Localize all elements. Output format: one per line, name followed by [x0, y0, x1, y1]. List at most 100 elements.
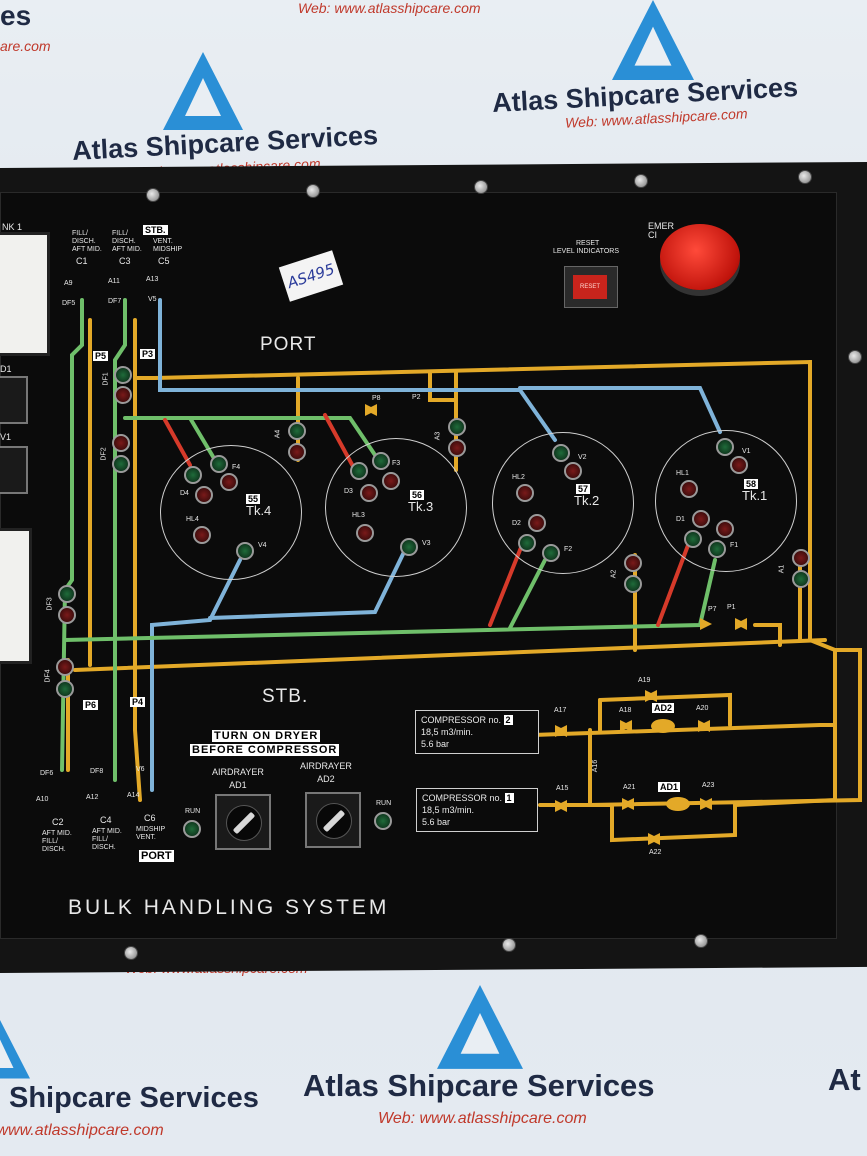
- lamp-hl4: [193, 526, 211, 544]
- reset-button-face[interactable]: RESET: [573, 275, 607, 299]
- lamp-f2: [542, 544, 560, 562]
- valve-df5: DF5: [62, 300, 76, 307]
- lamp-df3-closed: [58, 606, 76, 624]
- lamp-tank1-top: [716, 438, 734, 456]
- left-switch-1[interactable]: [0, 376, 28, 424]
- lamp-v2: [564, 462, 582, 480]
- tank4-label-v4: V4: [258, 542, 267, 549]
- pressure-meter: [0, 528, 32, 664]
- lamp-v4: [236, 542, 254, 560]
- compressor-1-pressure: 5.6 bar: [422, 817, 451, 827]
- tank4-label-hl4: HL4: [186, 516, 199, 523]
- tank3-label-hl3: HL3: [352, 512, 365, 519]
- compressor-2-number: 2: [503, 715, 513, 725]
- lamp-df1-closed: [114, 386, 132, 404]
- lamp-a2-open: [624, 575, 642, 593]
- tank1-number: 58: [744, 479, 759, 489]
- valve-a15: A15: [556, 785, 569, 792]
- tank2-label-hl2: HL2: [512, 474, 525, 481]
- emergency-stop-button[interactable]: [660, 224, 740, 290]
- airdryer-ad2-switch[interactable]: [305, 792, 361, 848]
- tank2-label-d2: D2: [512, 520, 521, 527]
- valve-a11: A11: [108, 278, 120, 285]
- watermark-brand-4-partial: Atlas Shipcare Services: [0, 1082, 259, 1114]
- stb-tag-top: STB.: [143, 225, 168, 235]
- valve-a18: A18: [619, 707, 632, 714]
- c1-header: FILL/ DISCH. AFT MID.: [72, 230, 102, 253]
- compressor-1-box: COMPRESSOR no. 1 18,5 m3/min. 5.6 bar: [416, 788, 538, 832]
- valve-a19: A19: [638, 677, 651, 684]
- lamp-f4: [210, 455, 228, 473]
- valve-a4: A4: [274, 429, 282, 439]
- tank1-label-d1: D1: [676, 516, 685, 523]
- pipe-tag-p6: P6: [83, 700, 99, 710]
- pipe-tag-p3: P3: [140, 349, 156, 359]
- lamp-tank1-mid: [716, 520, 734, 538]
- lamp-a2-closed: [624, 554, 642, 572]
- compressor-2-flow: 18,5 m3/min.: [421, 727, 474, 737]
- lamp-tank2-low: [518, 534, 536, 552]
- screw-icon: [474, 180, 488, 194]
- tank3-label-d3: D3: [344, 488, 353, 495]
- tank-3: [325, 438, 467, 577]
- valve-v5: V5: [148, 296, 157, 303]
- c3-header: FILL/ DISCH. AFT MID.: [112, 230, 142, 253]
- airdryer-ad1-switch[interactable]: [215, 794, 271, 850]
- compressor-1-flow: 18,5 m3/min.: [422, 805, 475, 815]
- run-lamp-ad1: [183, 820, 201, 838]
- lamp-tank4-green: [184, 466, 202, 484]
- watermark-brand-3: Atlas Shipcare Services: [303, 1068, 655, 1103]
- pipe-tag-p7: P7: [708, 606, 717, 613]
- lamp-a4-closed: [288, 443, 306, 461]
- stb-label: STB.: [262, 686, 309, 707]
- tank2-number: 57: [576, 484, 591, 494]
- reset-button[interactable]: RESET: [564, 266, 618, 308]
- valve-a13: A13: [146, 276, 159, 283]
- valve-a12: A12: [86, 794, 99, 801]
- valve-a16: A16: [592, 759, 600, 773]
- lamp-hl2: [516, 484, 534, 502]
- lamp-tank1-low: [684, 530, 702, 548]
- pipe-tag-p8: P8: [372, 395, 381, 402]
- logo-triangle-icon: [0, 1020, 30, 1079]
- lamp-df3-open: [58, 585, 76, 603]
- pipe-tag-p5: P5: [93, 351, 109, 361]
- left-switch-2[interactable]: [0, 446, 28, 494]
- c6-footer: MIDSHIP VENT.: [136, 826, 166, 841]
- lamp-tank2-top: [552, 444, 570, 462]
- lamp-d3: [360, 484, 378, 502]
- tank4-label-d4: D4: [180, 490, 189, 497]
- valve-df2: DF2: [100, 447, 108, 461]
- tank1-label-v1: V1: [742, 448, 751, 455]
- ad2-knob[interactable]: [316, 803, 352, 839]
- tank-1: [655, 430, 797, 572]
- lamp-df1-open: [114, 366, 132, 384]
- valve-a23: A23: [702, 782, 715, 789]
- port-tag-bottom: PORT: [139, 850, 174, 862]
- lamp-a3-open: [448, 418, 466, 436]
- ad1-knob[interactable]: [226, 805, 262, 841]
- lamp-d1: [692, 510, 710, 528]
- lamp-a3-closed: [448, 439, 466, 457]
- pipe-tag-p2: P2: [412, 394, 421, 401]
- watermark-web-left-partial: are.com: [0, 38, 51, 54]
- lamp-hl1: [680, 480, 698, 498]
- compressor-1-label: COMPRESSOR no.: [422, 793, 503, 803]
- tank2-label-f2: F2: [564, 546, 573, 553]
- tank4-number: 55: [246, 494, 261, 504]
- c1-id: C1: [76, 256, 88, 266]
- lamp-v1: [730, 456, 748, 474]
- screw-icon: [146, 188, 160, 202]
- panel-title: BULK HANDLING SYSTEM: [68, 896, 390, 919]
- screw-icon: [124, 946, 138, 960]
- left-label-v1: V1: [0, 432, 12, 442]
- valve-a21: A21: [623, 784, 636, 791]
- compressor-1-number: 1: [504, 793, 514, 803]
- lamp-tank3-b: [372, 452, 390, 470]
- tank4-name: Tk.4: [246, 503, 272, 518]
- tank1-label-hl1: HL1: [676, 470, 689, 477]
- lamp-df2-open: [112, 455, 130, 473]
- valve-a2: A2: [610, 569, 618, 579]
- emergency-label: EMER CI: [648, 221, 675, 240]
